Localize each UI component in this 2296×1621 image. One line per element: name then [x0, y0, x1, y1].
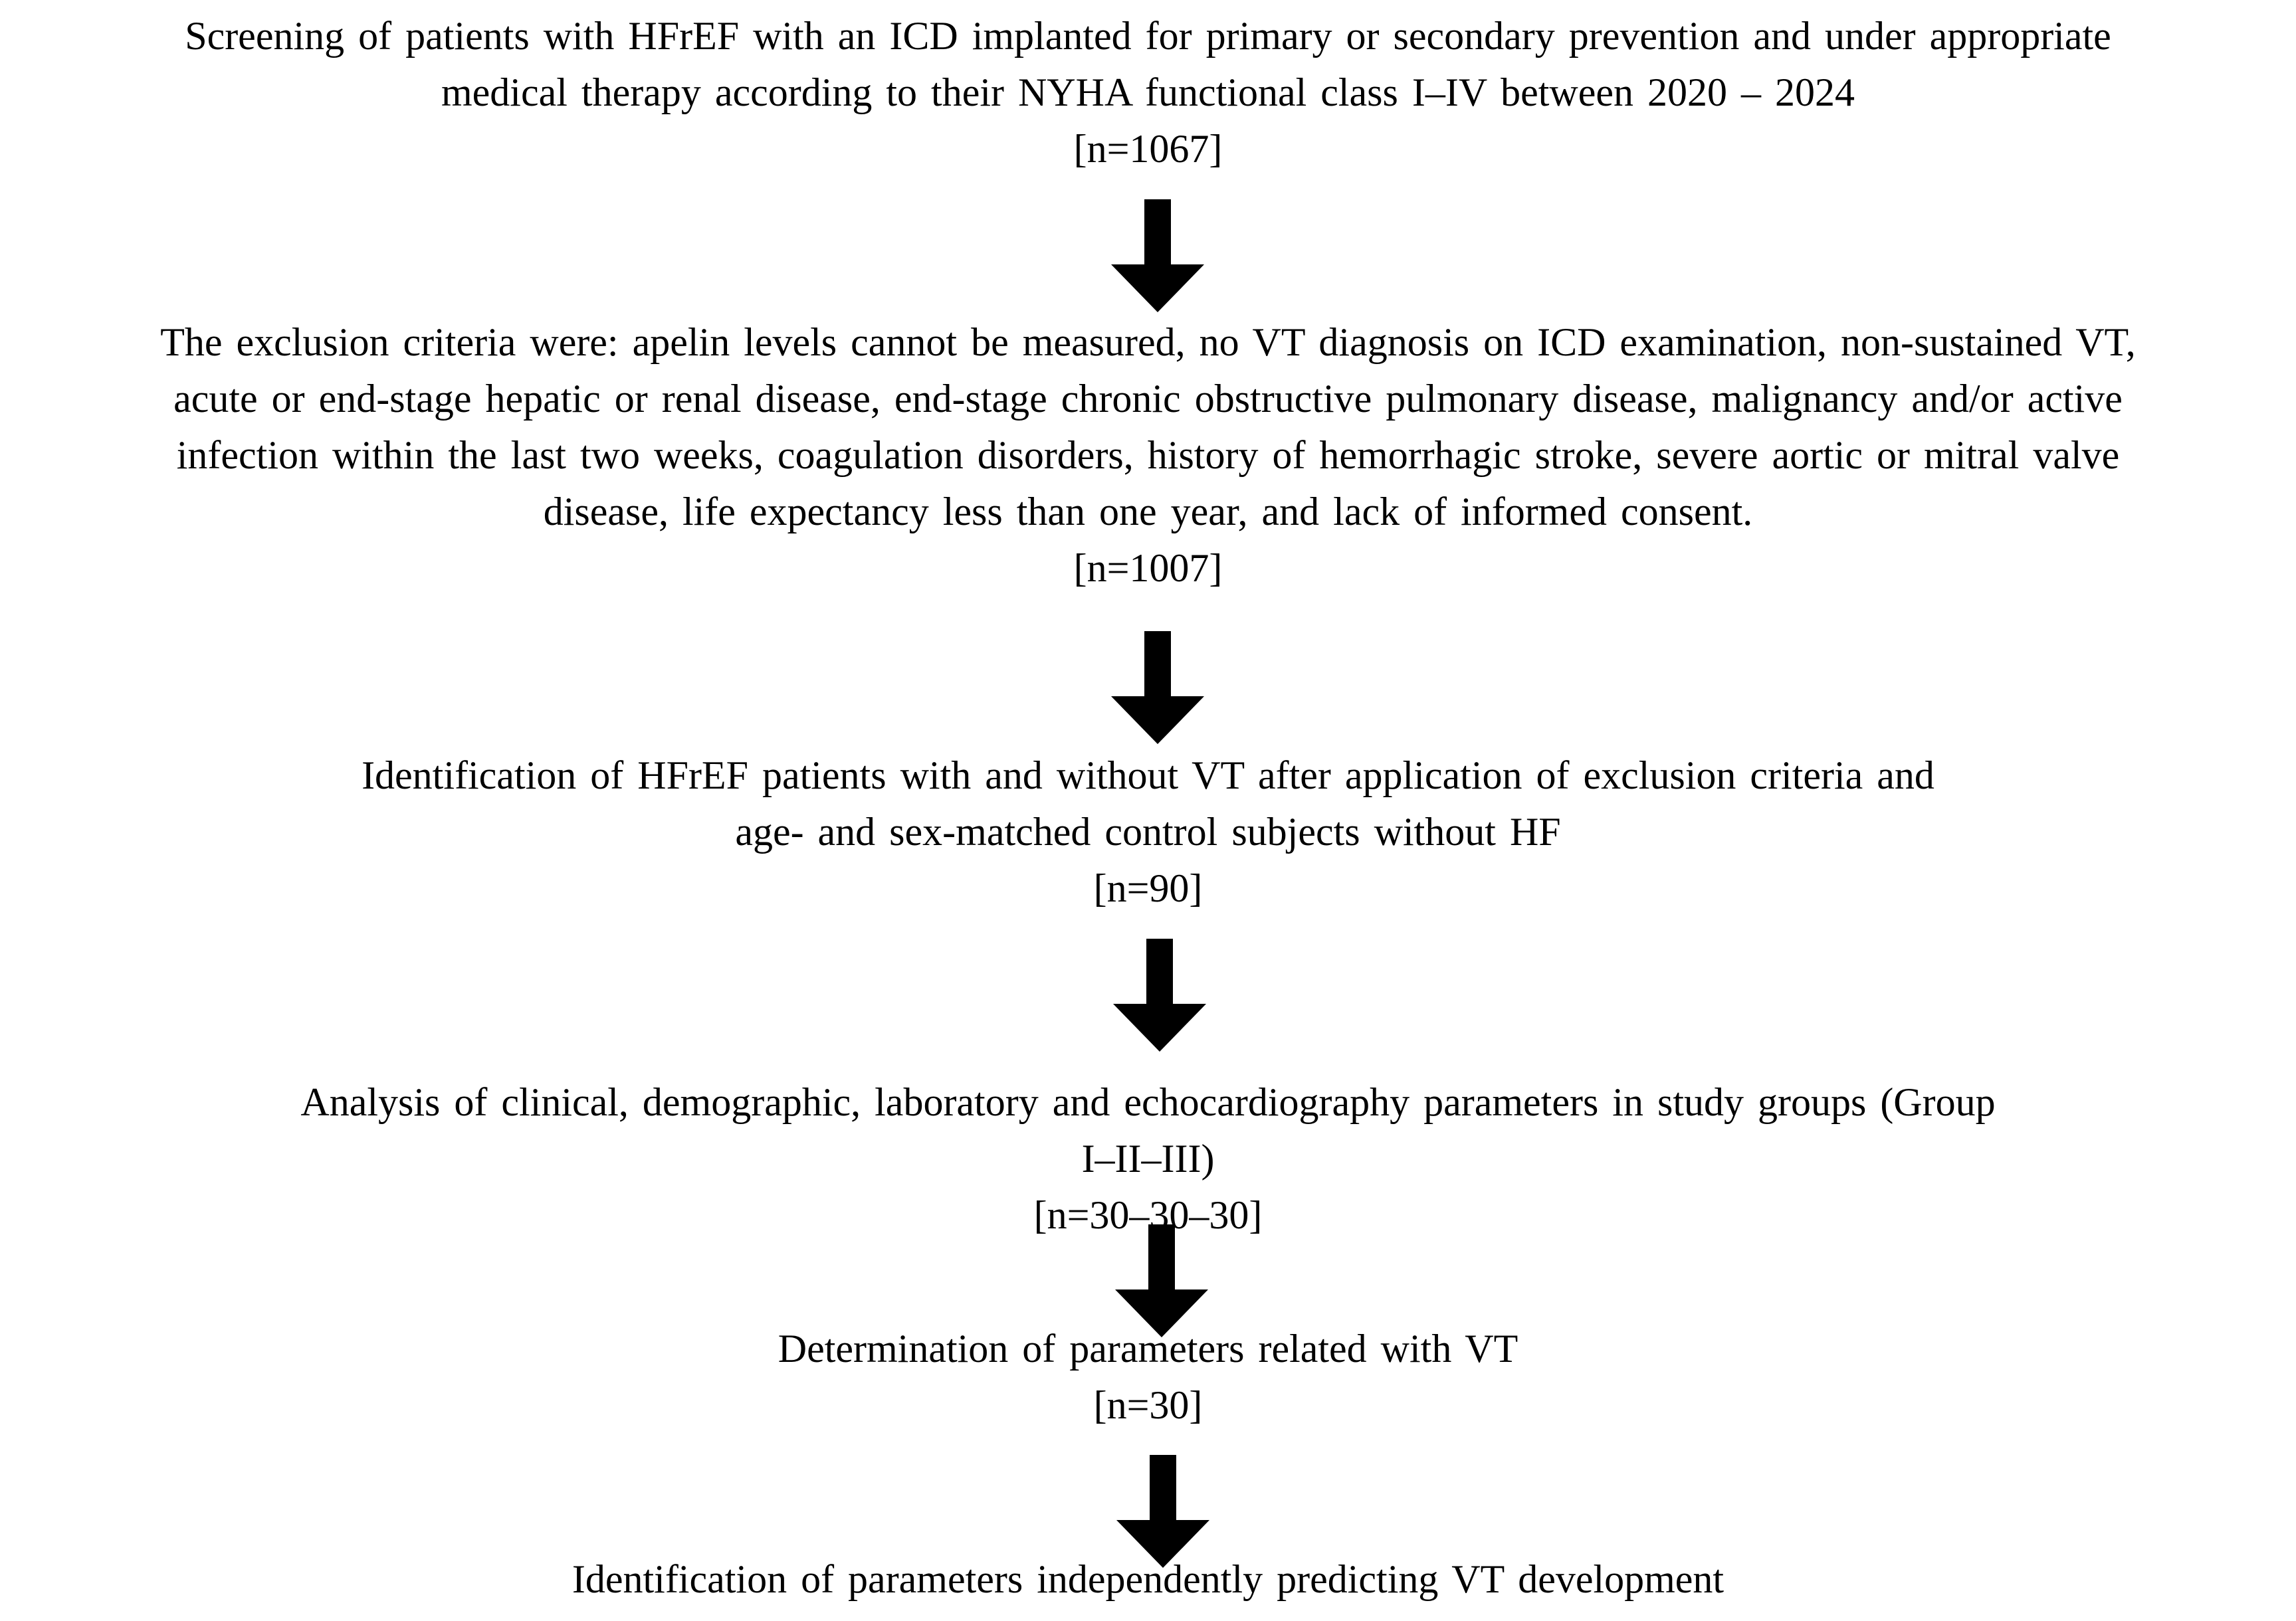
step-exclusion-line-1: The exclusion criteria were: apelin leve… — [160, 320, 2136, 364]
step-screening: Screening of patients with HFrEF with an… — [0, 8, 2296, 177]
step-exclusion-line-4: disease, life expectancy less than one y… — [543, 490, 1753, 533]
step-determination-count: [n=30] — [1093, 1383, 1203, 1427]
step-prediction-line-1: Identification of parameters independent… — [572, 1557, 1724, 1601]
down-arrow-icon — [1113, 939, 1206, 1052]
down-arrow-icon — [1116, 1455, 1209, 1568]
down-arrow-icon — [1111, 199, 1204, 312]
step-analysis-line-1: Analysis of clinical, demographic, labor… — [300, 1080, 1996, 1124]
step-exclusion-criteria: The exclusion criteria were: apelin leve… — [0, 314, 2296, 597]
step-screening-line-1: Screening of patients with HFrEF with an… — [185, 14, 2111, 58]
down-arrow-icon — [1115, 1224, 1208, 1337]
step-screening-count: [n=1067] — [1073, 127, 1223, 171]
step-identification-line-2: age- and sex-matched control subjects wi… — [735, 810, 1561, 854]
step-identification-count: [n=90] — [1093, 866, 1203, 910]
step-exclusion-line-3: infection within the last two weeks, coa… — [176, 433, 2120, 477]
step-determination: Determination of parameters related with… — [0, 1321, 2296, 1434]
down-arrow-icon — [1111, 631, 1204, 744]
step-analysis-line-2: I–II–III) — [1081, 1137, 1215, 1181]
step-analysis-count: [n=30–30–30] — [1033, 1193, 1263, 1237]
step-determination-line-1: Determination of parameters related with… — [778, 1327, 1518, 1371]
step-analysis: Analysis of clinical, demographic, labor… — [0, 1074, 2296, 1244]
step-identification-line-1: Identification of HFrEF patients with an… — [362, 753, 1934, 797]
step-exclusion-count: [n=1007] — [1073, 546, 1223, 590]
step-exclusion-line-2: acute or end-stage hepatic or renal dise… — [173, 377, 2123, 421]
step-prediction: Identification of parameters independent… — [0, 1551, 2296, 1608]
step-screening-line-2: medical therapy according to their NYHA … — [441, 70, 1855, 114]
step-identification-patients: Identification of HFrEF patients with an… — [0, 747, 2296, 917]
